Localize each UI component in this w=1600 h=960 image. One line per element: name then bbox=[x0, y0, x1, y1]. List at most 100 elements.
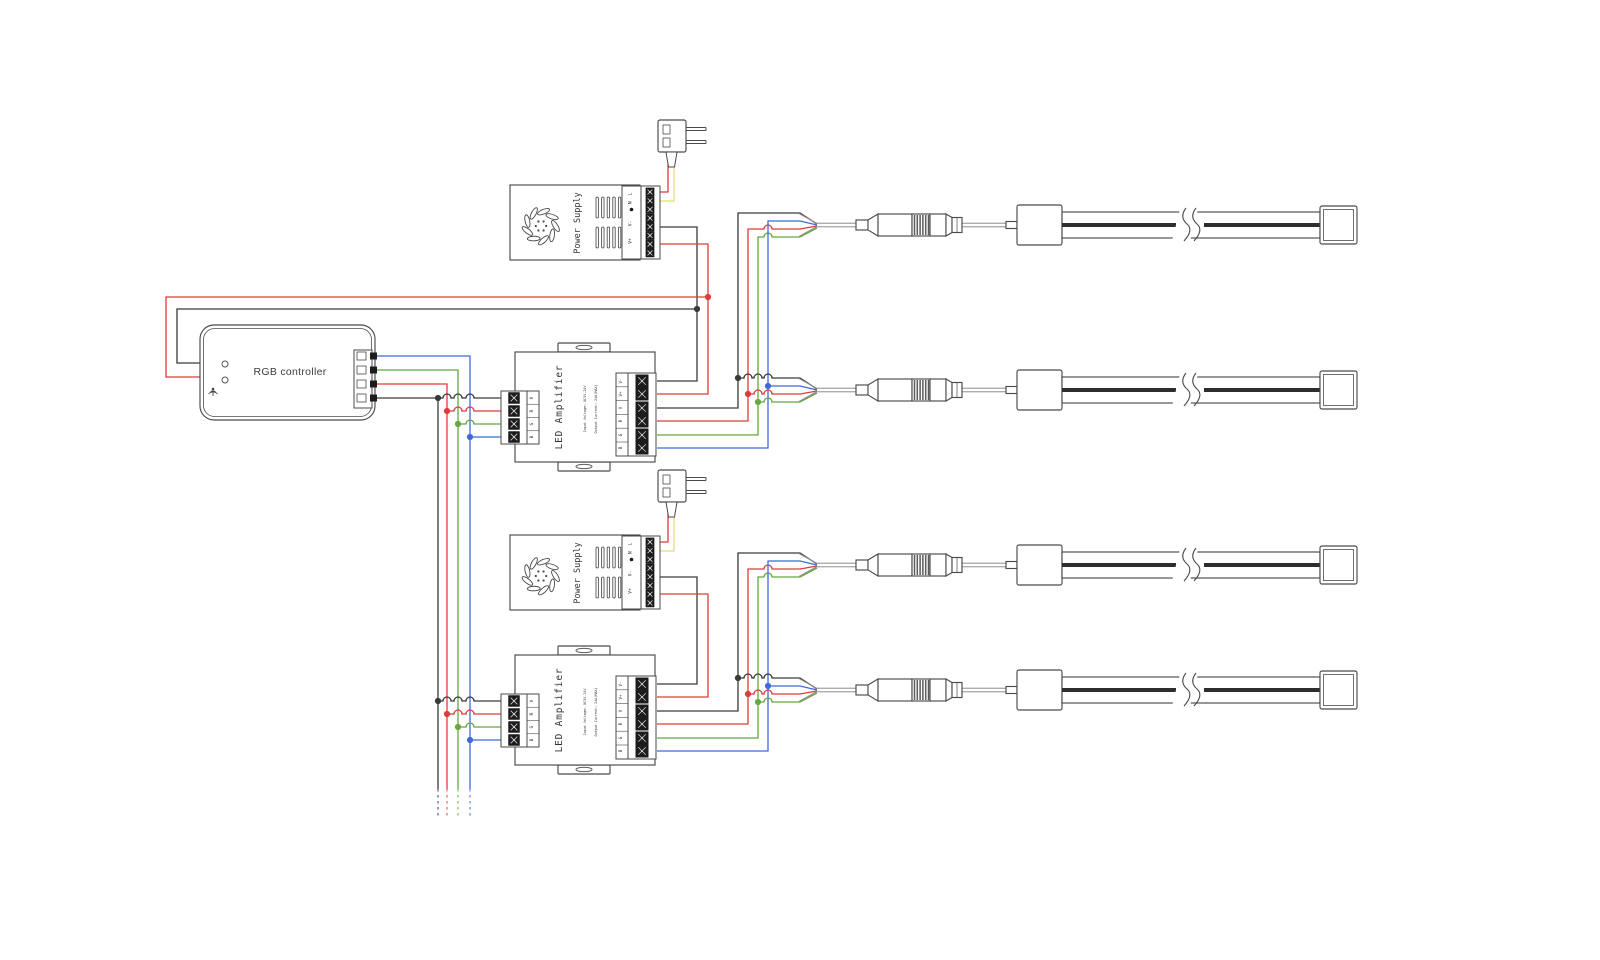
strip-led-band bbox=[1062, 563, 1176, 567]
wire-r bbox=[657, 243, 709, 395]
svg-text:V-: V- bbox=[628, 571, 634, 577]
strip-led-band bbox=[1062, 688, 1176, 692]
fan-icon bbox=[521, 207, 560, 246]
junction-dot bbox=[454, 723, 462, 731]
svg-text:V+: V+ bbox=[618, 391, 623, 397]
svg-text:L: L bbox=[628, 192, 634, 195]
wire-r bbox=[447, 406, 502, 412]
svg-text:N: N bbox=[628, 551, 634, 554]
junction-dot bbox=[443, 710, 451, 718]
wire-y bbox=[659, 164, 675, 202]
wire-r bbox=[748, 389, 818, 395]
svg-text:R: R bbox=[618, 722, 623, 725]
svg-text:G: G bbox=[529, 422, 535, 425]
svg-text:Input Voltage: DC5V-24V: Input Voltage: DC5V-24V bbox=[583, 386, 587, 433]
svg-text:V: V bbox=[618, 709, 623, 712]
wire-b bbox=[657, 560, 818, 752]
strip-assembly bbox=[1005, 369, 1358, 411]
junction-dots bbox=[434, 293, 772, 744]
output-terminals bbox=[353, 349, 377, 409]
wire-b bbox=[768, 385, 818, 391]
barrel-connector bbox=[855, 678, 963, 702]
svg-text:L: L bbox=[628, 542, 634, 545]
terminal-strip: LNV-V+ bbox=[621, 535, 661, 610]
svg-text:V-: V- bbox=[618, 378, 623, 383]
led-strip-2 bbox=[798, 369, 1358, 411]
svg-text:B: B bbox=[618, 749, 623, 752]
svg-text:R: R bbox=[529, 409, 535, 412]
wire-r bbox=[657, 564, 818, 725]
ac-plug-1 bbox=[657, 119, 707, 168]
wire-b bbox=[768, 685, 818, 691]
svg-text:V+: V+ bbox=[618, 694, 623, 700]
svg-text:B: B bbox=[529, 435, 535, 438]
strip-led-band bbox=[1062, 388, 1176, 392]
wire-g bbox=[758, 392, 818, 403]
strip-break bbox=[1172, 547, 1201, 582]
output-terminals: V- V+ V R G B bbox=[615, 372, 657, 457]
junction-dot bbox=[443, 407, 451, 415]
junction-dot bbox=[466, 736, 474, 744]
wire-r bbox=[447, 709, 502, 715]
svg-text:R: R bbox=[529, 712, 535, 715]
svg-text:Power Supply: Power Supply bbox=[573, 542, 583, 603]
wire-g bbox=[371, 369, 459, 789]
svg-text:RGB controller: RGB controller bbox=[253, 366, 326, 378]
wire-g bbox=[657, 227, 818, 436]
junction-dot bbox=[764, 382, 772, 390]
junction-dot bbox=[764, 682, 772, 690]
svg-text:N: N bbox=[628, 201, 634, 204]
svg-text:R: R bbox=[618, 419, 623, 422]
barrel-connector bbox=[855, 378, 963, 402]
svg-text:G: G bbox=[529, 725, 535, 728]
wire-k bbox=[738, 373, 818, 390]
svg-text:Input Voltage: DC5V-24V: Input Voltage: DC5V-24V bbox=[583, 689, 587, 736]
svg-text:V: V bbox=[529, 699, 535, 702]
wire-b bbox=[657, 220, 818, 449]
junction-dot bbox=[434, 394, 442, 402]
junction-dot bbox=[754, 698, 762, 706]
ac-plug-2 bbox=[657, 469, 707, 518]
ground-icon bbox=[629, 207, 634, 212]
svg-text:Output Current: 24A(MAX): Output Current: 24A(MAX) bbox=[594, 688, 598, 737]
svg-text:V-: V- bbox=[618, 681, 623, 686]
strip-break bbox=[1172, 672, 1201, 707]
barrel-connector bbox=[855, 213, 963, 237]
wire-k bbox=[657, 576, 698, 685]
junction-dot bbox=[754, 398, 762, 406]
led-indicator bbox=[221, 360, 229, 368]
strip-assembly bbox=[1005, 204, 1358, 246]
ground-icon bbox=[629, 557, 634, 562]
svg-text:B: B bbox=[529, 738, 535, 741]
wire-g bbox=[657, 567, 818, 739]
rgb-controller: RGB controller bbox=[199, 324, 377, 421]
wire-g bbox=[758, 692, 818, 703]
barrel-connector bbox=[855, 553, 963, 577]
wire-r bbox=[657, 224, 818, 422]
wire-r bbox=[165, 296, 708, 378]
led-strip-1 bbox=[798, 204, 1358, 246]
svg-text:G: G bbox=[618, 433, 623, 436]
wire-r bbox=[371, 383, 448, 789]
svg-text:V: V bbox=[618, 406, 623, 409]
wires bbox=[165, 164, 818, 817]
junction-dot bbox=[744, 690, 752, 698]
junction-dot bbox=[704, 293, 712, 301]
junction-dot bbox=[466, 433, 474, 441]
svg-text:V-: V- bbox=[628, 221, 634, 227]
svg-text:V+: V+ bbox=[628, 238, 634, 244]
antenna-icon bbox=[208, 387, 218, 396]
svg-text:Output Current: 24A(MAX): Output Current: 24A(MAX) bbox=[594, 385, 598, 434]
vent-slots bbox=[595, 546, 622, 599]
fan-icon bbox=[521, 557, 560, 596]
wire-k bbox=[738, 673, 818, 690]
strip-break bbox=[1172, 372, 1201, 407]
svg-text:B: B bbox=[618, 446, 623, 449]
vent-slots bbox=[595, 196, 622, 249]
